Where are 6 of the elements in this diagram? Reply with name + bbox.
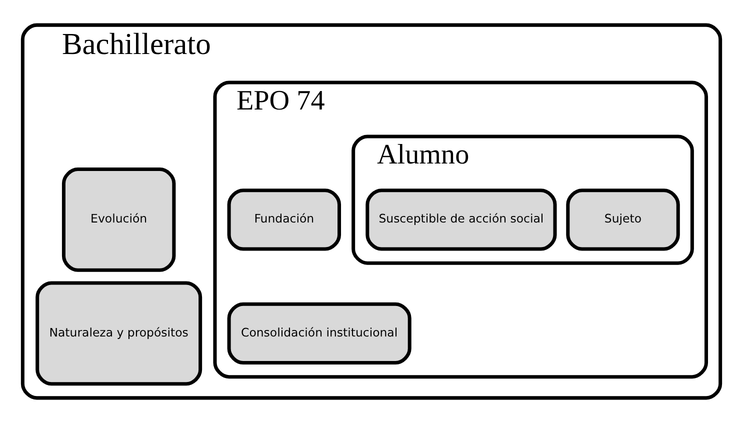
node-box: Fundación [227,188,342,251]
node-box: Consolidación institucional [227,302,412,365]
node-box: Susceptible de acción social [366,188,557,251]
node-box: Naturaleza y propósitos [36,281,202,386]
node-box: Evolución [62,168,176,272]
node-box: Sujeto [566,188,680,251]
